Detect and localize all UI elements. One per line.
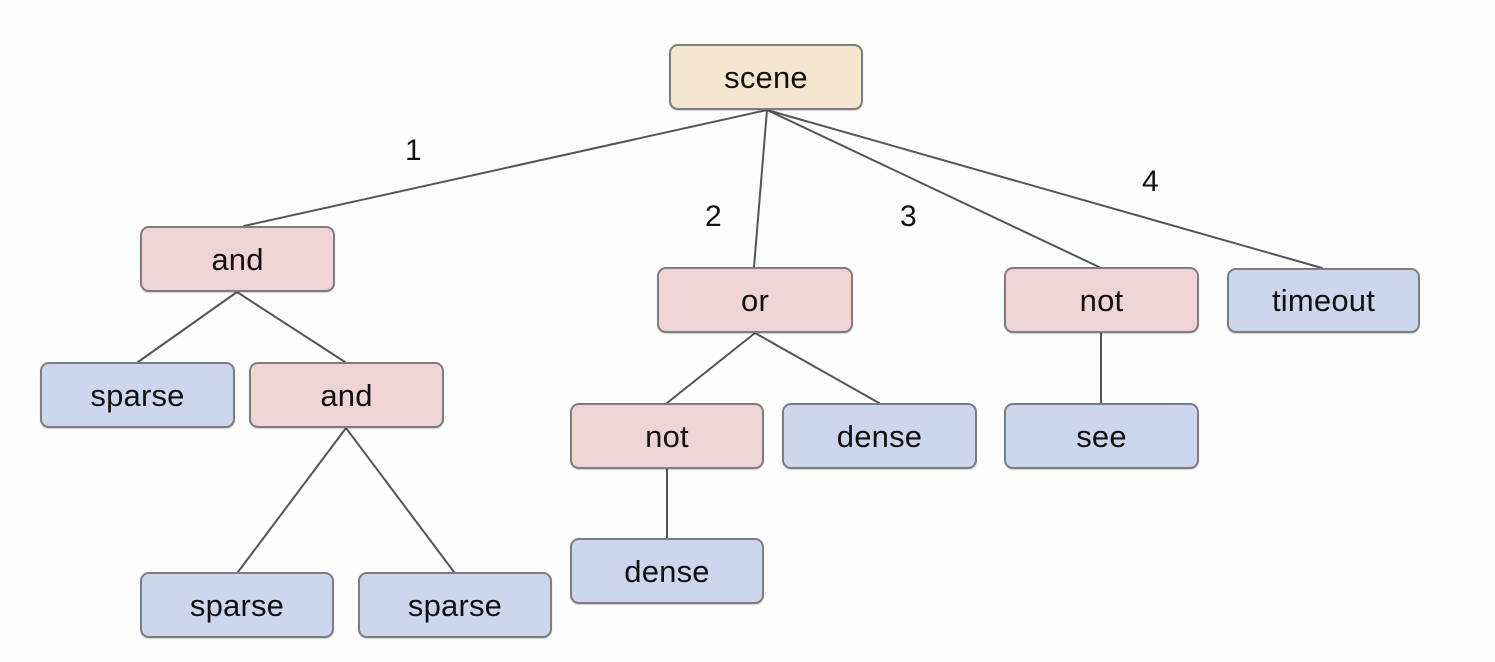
tree-node-scene[interactable]: scene xyxy=(669,44,863,110)
tree-node-label: timeout xyxy=(1271,283,1376,318)
tree-node-sparse1[interactable]: sparse xyxy=(40,362,235,428)
edge-label-1: 1 xyxy=(405,134,422,167)
tree-edge-or1-to-not1 xyxy=(666,332,756,404)
tree-node-dense2[interactable]: dense xyxy=(570,538,764,604)
tree-node-label: not xyxy=(1079,282,1124,318)
tree-edge-or1-to-dense1 xyxy=(754,332,880,404)
tree-node-label: and xyxy=(211,241,264,277)
tree-edge-scene-to-or1 xyxy=(753,109,768,268)
tree-edge-scene-to-timeout1 xyxy=(766,109,1323,269)
tree-node-see1[interactable]: see xyxy=(1004,403,1199,469)
tree-node-and1[interactable]: and xyxy=(140,226,335,292)
tree-edge-and1-to-and2 xyxy=(236,291,346,363)
tree-edge-scene-to-and1 xyxy=(243,109,768,227)
tree-node-label: sparse xyxy=(189,587,285,623)
tree-node-not1[interactable]: not xyxy=(570,403,764,469)
tree-node-label: sparse xyxy=(90,377,185,413)
tree-node-label: sparse xyxy=(407,587,503,623)
tree-node-label: see xyxy=(1076,418,1127,454)
tree-node-sparse3[interactable]: sparse xyxy=(358,572,552,638)
tree-node-label: dense xyxy=(836,418,923,454)
tree-node-label: dense xyxy=(624,553,710,589)
tree-edge-and2-to-sparse3 xyxy=(345,427,455,573)
tree-node-label: not xyxy=(645,418,689,454)
tree-node-not2[interactable]: not xyxy=(1004,267,1199,333)
tree-node-sparse2[interactable]: sparse xyxy=(140,572,334,638)
edge-label-4: 4 xyxy=(1142,165,1159,198)
tree-node-or1[interactable]: or xyxy=(657,267,853,333)
tree-edge-scene-to-not2 xyxy=(766,109,1100,268)
tree-node-label: and xyxy=(320,377,373,413)
edge-label-3: 3 xyxy=(900,200,917,233)
tree-node-and2[interactable]: and xyxy=(249,362,444,428)
edge-label-2: 2 xyxy=(705,200,722,233)
tree-node-label: scene xyxy=(724,59,808,95)
tree-edge-and2-to-sparse2 xyxy=(237,427,347,573)
tree-edge-and1-to-sparse1 xyxy=(137,291,238,363)
tree-node-dense1[interactable]: dense xyxy=(782,403,977,469)
tree-node-label: or xyxy=(741,282,769,318)
tree-node-timeout1[interactable]: timeout xyxy=(1227,268,1420,333)
